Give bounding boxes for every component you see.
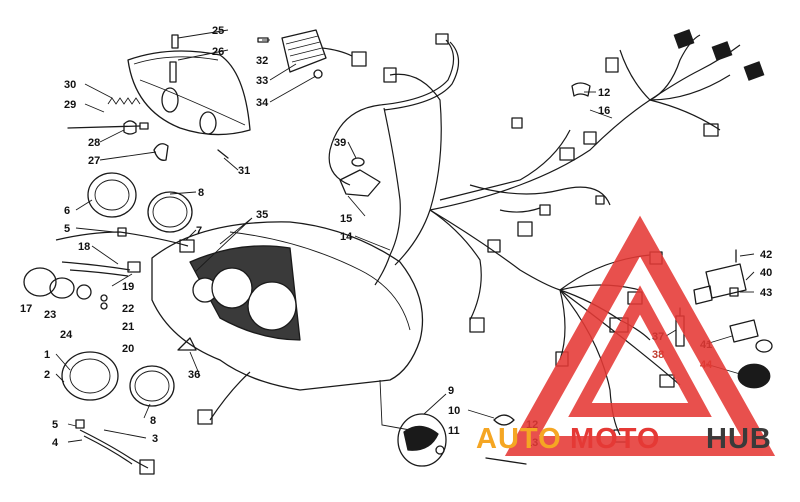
- label-40: 40: [760, 267, 772, 279]
- part-labels: 25 26 30 29 28 27 31 32 33 34 39 15 14 1…: [20, 25, 772, 449]
- label-1: 1: [44, 349, 50, 361]
- adjuster-screw: [67, 122, 149, 130]
- label-3: 3: [152, 433, 158, 445]
- label-39: 39: [334, 137, 346, 149]
- headlight-assembly: [127, 34, 251, 136]
- label-10: 10: [448, 405, 460, 417]
- instrument-pod: [151, 221, 424, 391]
- bulb-socket: [123, 120, 137, 135]
- watermark-text-auto: AUTO: [476, 423, 562, 455]
- fastener-43: [729, 287, 739, 297]
- voltage-regulator: [257, 29, 367, 79]
- label-29: 29: [64, 99, 76, 111]
- label-8-bottom: 8: [150, 415, 156, 427]
- headlight-spring: [107, 97, 141, 105]
- label-19: 19: [122, 281, 134, 293]
- label-28: 28: [88, 137, 100, 149]
- label-17: 17: [20, 303, 32, 315]
- label-31: 31: [238, 165, 250, 177]
- label-32: 32: [256, 55, 268, 67]
- label-43: 43: [760, 287, 772, 299]
- gauge-harness-top: [55, 227, 195, 253]
- small-gauge-17: [23, 267, 57, 297]
- speedometer-top: [87, 172, 137, 218]
- pod-connector: [197, 371, 251, 425]
- label-5-bottom: 5: [52, 419, 58, 431]
- label-8-top: 8: [198, 187, 204, 199]
- sensor-41: [729, 319, 773, 353]
- watermark-triangle-inner: [568, 285, 712, 417]
- gauge-harness-bottom: [75, 419, 155, 475]
- bulb-boot: [153, 143, 169, 161]
- gauge-harness-middle: [61, 261, 141, 277]
- label-22: 22: [122, 303, 134, 315]
- watermark-text-hub: HUB: [706, 423, 772, 455]
- lamp-housing-9: [397, 413, 447, 467]
- label-34: 34: [256, 97, 269, 109]
- relay-connector: [339, 157, 381, 197]
- watermark-triangle-outer: [504, 215, 776, 456]
- bulbs-20-22: [100, 294, 108, 310]
- label-35: 35: [256, 209, 268, 221]
- gauge-ring-top: [147, 191, 193, 233]
- label-16: 16: [598, 105, 610, 117]
- leader-lines: [55, 29, 755, 443]
- watermark-text: AUTO MOTO HUB: [476, 423, 772, 455]
- label-18: 18: [78, 241, 90, 253]
- grommet-12: [493, 414, 515, 426]
- pad-44: [737, 363, 771, 389]
- label-11: 11: [448, 425, 460, 437]
- label-2: 2: [44, 369, 50, 381]
- indicator-lamp-24: [76, 284, 92, 300]
- label-33: 33: [256, 75, 268, 87]
- label-5-top: 5: [64, 223, 70, 235]
- gauge-ring-bottom: [129, 365, 175, 407]
- tachometer-bottom: [61, 351, 119, 401]
- bracket-leader: [379, 379, 411, 431]
- wire-clip: [571, 82, 591, 97]
- label-14: 14: [340, 231, 353, 243]
- small-pin: [217, 149, 229, 159]
- label-15: 15: [340, 213, 352, 225]
- label-7: 7: [196, 225, 202, 237]
- label-12-top: 12: [598, 87, 610, 99]
- small-gauge-23: [49, 277, 75, 299]
- label-25: 25: [212, 25, 224, 37]
- label-21: 21: [122, 321, 134, 333]
- label-36: 36: [188, 369, 200, 381]
- control-module-40: [693, 263, 747, 305]
- label-23: 23: [44, 309, 56, 321]
- label-20: 20: [122, 343, 134, 355]
- label-6: 6: [64, 205, 70, 217]
- label-26: 26: [212, 46, 224, 58]
- label-30: 30: [64, 79, 76, 91]
- label-24: 24: [60, 329, 73, 341]
- label-27: 27: [88, 155, 100, 167]
- watermark-logo: [504, 215, 776, 456]
- label-42: 42: [760, 249, 772, 261]
- bolt-13: [485, 457, 527, 465]
- main-wiring-harness: [328, 34, 741, 436]
- watermark-text-moto: MOTO: [570, 423, 660, 455]
- harness-connectors: [383, 29, 765, 443]
- label-9: 9: [448, 385, 454, 397]
- label-4: 4: [52, 437, 59, 449]
